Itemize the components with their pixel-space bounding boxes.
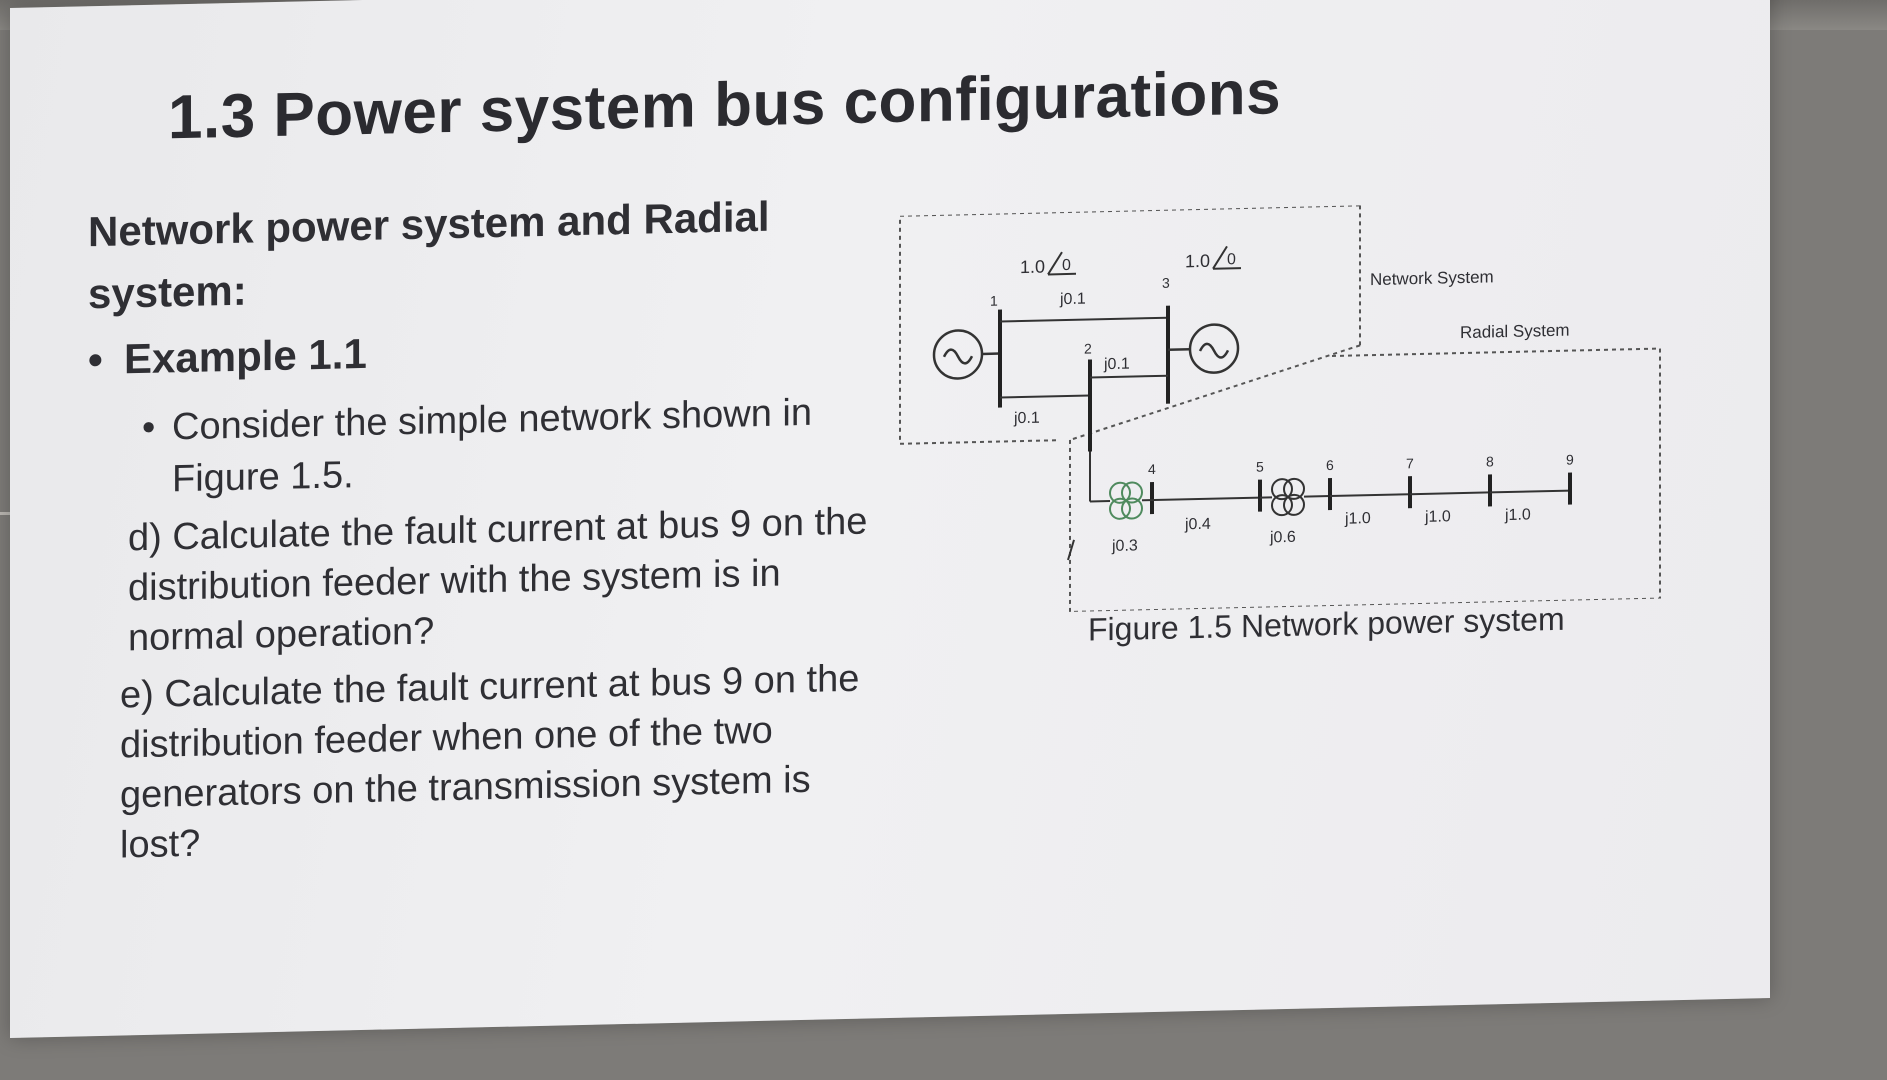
impedance-line-2-3: j0.1 (1103, 356, 1130, 374)
bus-label-9: 9 (1566, 452, 1574, 468)
bus-label-2: 2 (1084, 340, 1092, 356)
generator-1-sine-icon (942, 348, 974, 365)
gen1-angle: 0 (1062, 257, 1071, 274)
slide-title: 1.3 Power system bus configurations (168, 58, 1282, 153)
impedance-line-1-3: j0.1 (1059, 291, 1086, 309)
bus-label-4: 4 (1148, 461, 1156, 477)
network-system-boundary-diag (1069, 344, 1361, 441)
transformer-5-6-icon (1271, 477, 1305, 517)
angle-symbol-icon (1047, 251, 1076, 276)
impedance-line-4-5: j0.4 (1184, 516, 1211, 534)
bullet-consider: • Consider the simple network shown in F… (142, 386, 842, 506)
angle-symbol-icon (1212, 245, 1241, 270)
ground-slash-icon (1067, 539, 1075, 561)
network-diagram: Network System Radial System 1.0 0 1 j0.… (890, 198, 1690, 616)
bus-label-7: 7 (1406, 455, 1414, 471)
bullet-example: • Example 1.1 (88, 330, 367, 384)
impedance-line-1-2: j0.1 (1013, 410, 1040, 428)
bullet-consider-text: Consider the simple network shown in Fig… (172, 391, 812, 501)
question-d: d) Calculate the fault current at bus 9 … (128, 500, 868, 660)
generator-3-sine-icon (1198, 342, 1230, 359)
impedance-line-8-9: j1.0 (1504, 506, 1531, 524)
impedance-line-7-8: j1.0 (1424, 508, 1451, 526)
slide-subtitle: Network power system and Radial system: (88, 192, 770, 318)
bus-label-3: 3 (1162, 275, 1170, 291)
transformer-2-4-icon (1109, 481, 1143, 520)
impedance-line-6-7: j1.0 (1344, 510, 1371, 528)
gen3-angle: 0 (1227, 251, 1236, 268)
generator-3-icon (1188, 323, 1240, 374)
bullet-dot-icon: • (88, 335, 103, 384)
bus-label-6: 6 (1326, 457, 1334, 473)
gen3-voltage: 1.0 (1185, 251, 1210, 272)
radial-system-label: Radial System (1460, 321, 1570, 342)
network-system-boundary (899, 204, 1360, 445)
bullet-example-text: Example 1.1 (124, 329, 367, 383)
network-system-label: Network System (1370, 267, 1494, 289)
network-diagram-svg: Network System Radial System 1.0 0 1 j0.… (899, 204, 1661, 613)
bus-label-8: 8 (1486, 453, 1494, 469)
impedance-xfmr-2-4: j0.3 (1111, 537, 1138, 555)
slide: 1.3 Power system bus configurations Netw… (10, 0, 1770, 1038)
question-e: e) Calculate the fault current at bus 9 … (120, 657, 860, 867)
gen1-voltage: 1.0 (1020, 257, 1045, 278)
impedance-xfmr-5-6: j0.6 (1269, 529, 1296, 547)
bullet-dot-icon: • (142, 406, 156, 450)
bus-label-5: 5 (1256, 459, 1264, 475)
bus-label-1: 1 (990, 293, 998, 309)
